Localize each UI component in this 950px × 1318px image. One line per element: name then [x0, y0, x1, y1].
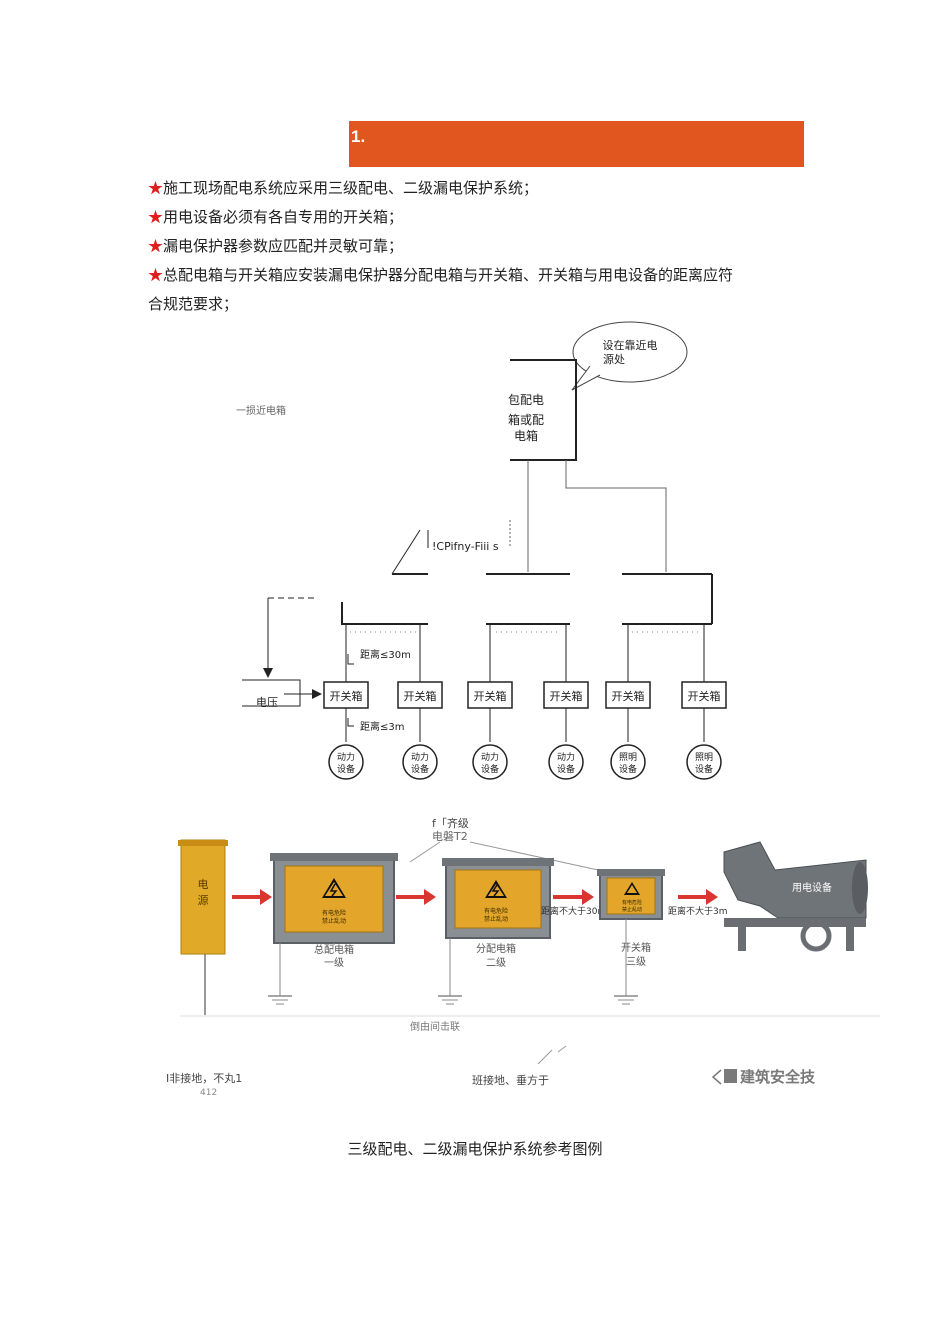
callout-bubble	[572, 321, 688, 383]
device-label: 动力	[337, 751, 355, 763]
main-box-label-2: 一级	[324, 957, 344, 969]
top-label-1: f「齐级	[432, 816, 469, 830]
distance-3-label: 距离≤3m	[360, 720, 404, 733]
bullet-item: ★施工现场配电系统应采用三级配电、二级漏电保护系统；	[148, 179, 539, 197]
top-label-2: 电磐T2	[432, 829, 468, 843]
switch-box-label: 开关箱	[612, 689, 645, 703]
device-label: 设备	[619, 763, 637, 775]
distance-3-label: 距离不大于3m	[668, 905, 728, 917]
switch-box-label: 开关箱	[404, 689, 437, 703]
illustration-diagram: f「齐级 电磐T2 电 源 有电危险 禁止乱动 总配电箱 一级	[166, 816, 880, 1098]
upper-label-fragment: 一损近电箱	[236, 404, 286, 417]
callout-text-1: 设在靠近电	[603, 338, 658, 352]
device-label: 设备	[557, 763, 575, 775]
bullet-item: ★总配电箱与开关箱应安装漏电保护器分配电箱与开关箱、开关箱与用电设备的距离应符	[148, 266, 734, 284]
ground-mid: 班接地、垂方于	[472, 1073, 549, 1087]
device-label: 设备	[411, 763, 429, 775]
source-label-2: 源	[198, 893, 209, 907]
equipment-label: 用电设备	[792, 881, 832, 894]
main-box-text-3: 电箱	[514, 428, 538, 443]
warning-text-1: 有电危险	[322, 909, 346, 917]
device-label: 动力	[481, 751, 499, 763]
callout-text-2: 源处	[603, 352, 625, 366]
flow-arrow	[553, 889, 594, 905]
equipment-machine: 用电设备	[723, 841, 868, 952]
star-icon: ★	[148, 237, 164, 255]
left-label: 电压	[256, 696, 278, 709]
star-icon: ★	[148, 179, 164, 197]
switch-box-label: 开关箱	[688, 689, 721, 703]
ground-left-2: 412	[200, 1088, 217, 1098]
section-number: 1.	[351, 127, 366, 146]
star-icon: ★	[148, 208, 164, 226]
bullet-item: ★用电设备必须有各自专用的开关箱；	[148, 208, 404, 226]
device-label: 设备	[695, 763, 713, 775]
switch-box-label: 开关箱	[330, 689, 363, 703]
dist-box-label-1: 分配电箱	[476, 942, 516, 955]
bullet-list: ★施工现场配电系统应采用三级配电、二级漏电保护系统； ★用电设备必须有各自专用的…	[148, 174, 808, 319]
flow-arrow	[232, 889, 272, 905]
bullet-item: ★漏电保护器参数应匹配并灵敏可靠；	[148, 237, 404, 255]
switch-box-label-2: 三级	[626, 956, 646, 968]
main-box-label-1: 总配电箱	[314, 943, 354, 956]
switch-box-label-1: 开关箱	[621, 941, 651, 954]
section-banner: 1.	[349, 121, 804, 167]
watermark: 建筑安全技	[711, 1068, 816, 1086]
distance-30-label: 距离≤30m	[360, 648, 411, 661]
device-label: 照明	[619, 752, 637, 763]
ground-left-1: I非接地，不丸1	[166, 1072, 242, 1085]
distance-30-label: 距离不大于30m	[541, 905, 606, 917]
garbled-label: !CPifny-Fiii s	[432, 540, 499, 553]
figure-caption: 三级配电、二级漏电保护系统参考图例	[347, 1140, 603, 1158]
bottom-middle-fragment: 倒由间击联	[410, 1020, 460, 1033]
source-label-1: 电	[198, 878, 209, 891]
switch-box-label: 开关箱	[550, 689, 583, 703]
warning-text-2: 禁止乱动	[322, 917, 346, 925]
device-label: 设备	[481, 763, 499, 775]
warning-text-2: 禁止乱动	[484, 915, 508, 923]
device-label: 动力	[411, 751, 429, 763]
bullet-item-continuation: 合规范要求；	[148, 295, 239, 313]
switch-box-label: 开关箱	[474, 689, 507, 703]
device-label: 动力	[557, 751, 575, 763]
star-icon: ★	[148, 266, 164, 284]
flow-arrow	[396, 889, 436, 905]
main-box-text-2: 箱或配	[508, 412, 544, 427]
dist-box-label-2: 二级	[486, 957, 506, 969]
device-label: 设备	[337, 763, 355, 775]
hierarchy-diagram	[242, 321, 727, 780]
warning-text-2: 禁止乱动	[622, 906, 642, 913]
watermark-text: 建筑安全技	[740, 1068, 816, 1086]
warning-text-1: 有电危险	[484, 907, 508, 915]
device-label: 照明	[695, 752, 713, 763]
warning-text-1: 有电危险	[622, 899, 642, 906]
main-box-outline	[510, 359, 577, 461]
main-box-text-1: 包配电	[508, 393, 544, 407]
flow-arrow	[678, 889, 718, 905]
